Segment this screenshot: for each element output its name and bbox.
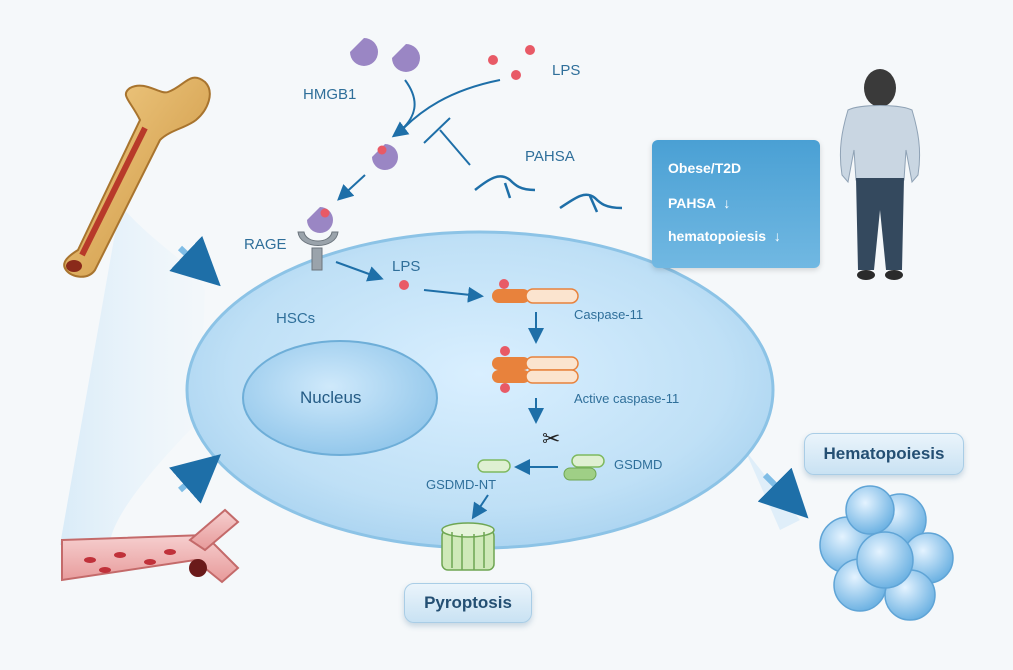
- gsdmd-nt-label: GSDMD-NT: [426, 477, 497, 492]
- nucleus-label: Nucleus: [300, 388, 362, 407]
- hematopoiesis-box: Hematopoiesis: [804, 433, 964, 475]
- lps-cell-label: LPS: [392, 258, 421, 275]
- scissors-icon: ✂: [542, 427, 560, 452]
- active-caspase11-label: Active caspase-11: [574, 391, 680, 406]
- panel-hematopoiesis-text: hematopoiesis: [668, 228, 767, 244]
- gsdmd-icon: [563, 454, 605, 481]
- arrow-nt-to-pore: [471, 494, 489, 520]
- bone-icon: [63, 76, 211, 278]
- cell-cluster-icon: [819, 485, 954, 621]
- active-caspase11-icon: [492, 346, 579, 393]
- caspase11-label: Caspase-11: [574, 307, 644, 322]
- nucleus: [242, 340, 438, 456]
- arrow-lps-to-caspase: [423, 286, 484, 303]
- pahsa-molecule: [474, 175, 536, 192]
- down-arrow-icon: ↓: [773, 228, 781, 244]
- arrow-lps: [397, 79, 501, 135]
- lps-top-label: LPS: [552, 62, 581, 79]
- pahsa-molecule: [559, 193, 623, 210]
- obese-t2d-panel: Obese/T2D PAHSA ↓ hematopoiesis ↓: [652, 140, 820, 268]
- inhibition-line: [439, 129, 471, 166]
- inhibition-bar: [423, 117, 451, 144]
- gsdmd-nt-icon: [477, 459, 511, 473]
- blood-vessel-icon: [61, 508, 240, 584]
- pyroptosis-label: Pyroptosis: [424, 593, 512, 612]
- panel-line-hematopoiesis: hematopoiesis ↓: [668, 228, 781, 244]
- down-arrow-icon: ↓: [723, 195, 731, 211]
- light-beam: [60, 205, 205, 545]
- receptor-icon: [297, 207, 339, 271]
- pyroptosis-box: Pyroptosis: [404, 583, 532, 623]
- hmgb1-lps-complex-icon: [372, 144, 398, 170]
- panel-pahsa-text: PAHSA: [668, 195, 716, 211]
- hmgb1-icon: [392, 44, 420, 72]
- arrow-complex-to-rage: [337, 174, 366, 201]
- caspase11-icon: [492, 279, 579, 304]
- pore-icon: [441, 522, 495, 571]
- rage-label: RAGE: [244, 236, 287, 253]
- hscs-label: HSCs: [276, 310, 316, 327]
- arrow-vessel-to-cell: [169, 454, 222, 504]
- arrow-bone-to-cell: [169, 235, 221, 287]
- panel-line-obese: Obese/T2D: [668, 160, 742, 176]
- person-silhouette-icon: [839, 69, 921, 280]
- panel-line-pahsa: PAHSA ↓: [668, 195, 730, 211]
- hmgb1-icon: [350, 38, 378, 66]
- hematopoiesis-label: Hematopoiesis: [823, 444, 945, 463]
- lps-dot: [488, 55, 498, 65]
- light-beam-right: [745, 450, 800, 530]
- lps-dot: [525, 45, 535, 55]
- arrow-to-hematopoiesis: [757, 467, 809, 519]
- gsdmd-label: GSDMD: [614, 457, 663, 472]
- arrow-rage-to-lps: [335, 261, 384, 282]
- hmgb1-label: HMGB1: [303, 86, 357, 103]
- pahsa-label: PAHSA: [525, 148, 575, 165]
- lps-dot: [511, 70, 521, 80]
- lps-dot: [399, 280, 409, 290]
